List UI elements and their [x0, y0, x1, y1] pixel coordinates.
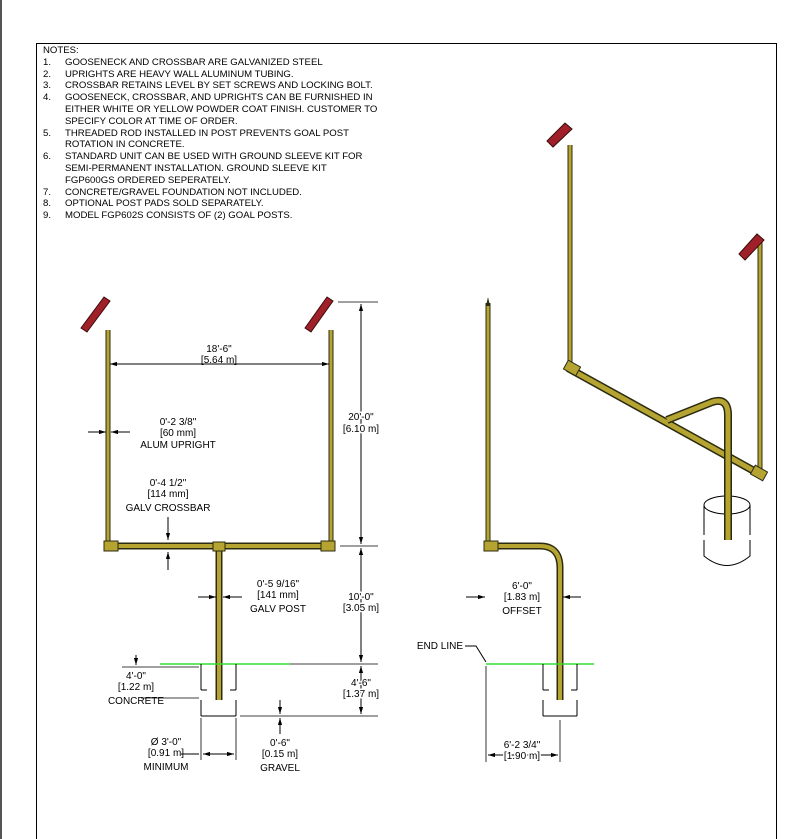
dimension-label: ALUM UPRIGHT — [140, 440, 216, 451]
note-item: 1. GOOSENECK AND CROSSBAR ARE GALVANIZED … — [43, 57, 377, 69]
dimension-label: [1.37 m] — [343, 689, 379, 700]
dim-concrete: 4'-0" [1.22 m] CONCRETE — [108, 655, 199, 707]
note-text: OPTIONAL POST PADS SOLD SEPARATELY. — [65, 198, 264, 210]
iso-pad-back — [546, 122, 573, 148]
dimension-label: [141 mm] — [257, 590, 299, 601]
note-number: 5. — [43, 127, 52, 139]
note-text: CROSSBAR RETAINS LEVEL BY SET SCREWS AND… — [65, 80, 373, 92]
notes-list: 1. GOOSENECK AND CROSSBAR ARE GALVANIZED … — [43, 57, 377, 222]
dimension-label: [60 mm] — [160, 428, 196, 439]
dimension-label: OFFSET — [502, 606, 541, 617]
note-number: 6. — [43, 151, 52, 163]
note-item: 8. OPTIONAL POST PADS SOLD SEPARATELY. — [43, 198, 377, 210]
dim-embed: 4'-6" [1.37 m] — [240, 666, 381, 717]
dimension-label: [0.15 m] — [262, 749, 298, 760]
note-text: THREADED ROD INSTALLED IN POST PREVENTS … — [65, 127, 349, 151]
notes-header: NOTES: — [43, 45, 79, 56]
drawing-border — [36, 43, 777, 839]
dimension-label: 6'-2 3/4" — [504, 740, 541, 751]
dimension-label: 18'-6" — [206, 344, 232, 355]
dimension-label: [1.22 m] — [118, 682, 154, 693]
dim-crossbar: 0'-4 1/2" [114 mm] GALV CROSSBAR — [126, 478, 211, 570]
dim-diameter: Ø 3'-0" [0.91 m] MINIMUM — [144, 718, 237, 773]
dimension-label: [114 mm] — [148, 489, 189, 500]
note-number: 9. — [43, 210, 52, 222]
dimension-label: 0'-4 1/2" — [150, 478, 187, 489]
note-text: UPRIGHTS ARE HEAVY WALL ALUMINUM TUBING. — [65, 68, 294, 80]
dimension-label: CONCRETE — [108, 696, 164, 707]
front-footing — [200, 664, 237, 717]
note-text: GOOSENECK, CROSSBAR, AND UPRIGHTS CAN BE… — [65, 92, 378, 127]
dimension-label: [1.83 m] — [504, 592, 540, 603]
notes-block: NOTES: 1. GOOSENECK AND CROSSBAR ARE GALV… — [43, 45, 377, 222]
dimension-label: [1.90 m] — [504, 751, 540, 762]
dimension-label: END LINE — [417, 641, 463, 652]
dimension-label: 10'-0" — [348, 592, 374, 603]
dimension-label: 6'-0" — [512, 581, 532, 592]
side-upright — [485, 297, 491, 545]
dimension-label: 4'-6" — [351, 678, 371, 689]
dim-offset: 6'-0" [1.83 m] OFFSET — [466, 581, 581, 617]
note-number: 2. — [43, 68, 52, 80]
dimension-label: [5.64 m] — [201, 355, 237, 366]
dim-post: 0'-5 9/16" [141 mm] GALV POST — [198, 579, 306, 615]
note-text: CONCRETE/GRAVEL FOUNDATION NOT INCLUDED. — [65, 186, 302, 198]
end-line-callout: END LINE — [417, 641, 487, 663]
iso-crossbar — [562, 359, 769, 482]
dim-width: 18'-6" [5.64 m] — [110, 344, 329, 367]
note-item: 5. THREADED ROD INSTALLED IN POST PREVENT… — [43, 128, 377, 152]
dimension-label: Ø 3'-0" — [151, 737, 182, 748]
dimension-label: [6.10 m] — [343, 424, 379, 435]
front-post — [212, 541, 226, 700]
dim-upright: 0'-2 3/8" [60 mm] ALUM UPRIGHT — [88, 417, 216, 451]
dimension-label: 0'-6" — [270, 738, 290, 749]
iso-gooseneck — [665, 396, 732, 540]
note-number: 8. — [43, 198, 52, 210]
dimension-label: GALV POST — [250, 604, 306, 615]
side-footing — [542, 664, 578, 717]
dim-crossbar-height: 10'-0" [3.05 m] — [290, 548, 381, 665]
note-item: 2. UPRIGHTS ARE HEAVY WALL ALUMINUM TUBIN… — [43, 69, 377, 81]
iso-pad-front — [738, 233, 765, 261]
note-item: 9. MODEL FGP602S CONSISTS OF (2) GOAL POS… — [43, 210, 377, 222]
note-number: 1. — [43, 56, 52, 68]
dimension-label: GALV CROSSBAR — [126, 503, 211, 514]
dim-base: 6'-2 3/4" [1.90 m] — [485, 666, 561, 764]
right-pad — [304, 296, 334, 333]
dimension-label: [0.91 m] — [148, 748, 184, 759]
dimension-label: [3.05 m] — [343, 603, 379, 614]
dimension-label: MINIMUM — [144, 762, 189, 773]
note-number: 4. — [43, 92, 52, 104]
note-item: 4. GOOSENECK, CROSSBAR, AND UPRIGHTS CAN … — [43, 92, 377, 127]
dimension-label: GRAVEL — [260, 763, 300, 774]
note-item: 6. STANDARD UNIT CAN BE USED WITH GROUND … — [43, 151, 377, 186]
note-number: 7. — [43, 186, 52, 198]
isometric-view — [546, 122, 769, 566]
note-text: STANDARD UNIT CAN BE USED WITH GROUND SL… — [65, 151, 363, 186]
note-item: 7. CONCRETE/GRAVEL FOUNDATION NOT INCLUDE… — [43, 187, 377, 199]
dimension-label: 4'-0" — [126, 671, 146, 682]
side-view: 6'-0" [1.83 m] OFFSET END LINE 6'-2 3/4"… — [417, 297, 594, 764]
note-item: 3. CROSSBAR RETAINS LEVEL BY SET SCREWS A… — [43, 80, 377, 92]
note-text: GOOSENECK AND CROSSBAR ARE GALVANIZED ST… — [65, 56, 323, 68]
gooseneck-side — [483, 540, 564, 700]
dimension-label: 20'-0" — [348, 412, 374, 423]
page-edge-line — [0, 0, 2, 839]
note-text: MODEL FGP602S CONSISTS OF (2) GOAL POSTS… — [65, 210, 293, 222]
dimension-label: 0'-2 3/8" — [160, 417, 197, 428]
note-number: 3. — [43, 80, 52, 92]
dim-gravel: 0'-6" [0.15 m] GRAVEL — [260, 700, 300, 774]
left-pad — [80, 296, 111, 333]
front-view: 18'-6" [5.64 m] 0'-2 3/8" [60 mm] ALUM U… — [80, 296, 381, 774]
dimension-label: 0'-5 9/16" — [257, 579, 300, 590]
dim-upright-height: 20'-0" [6.10 m] — [338, 301, 381, 547]
